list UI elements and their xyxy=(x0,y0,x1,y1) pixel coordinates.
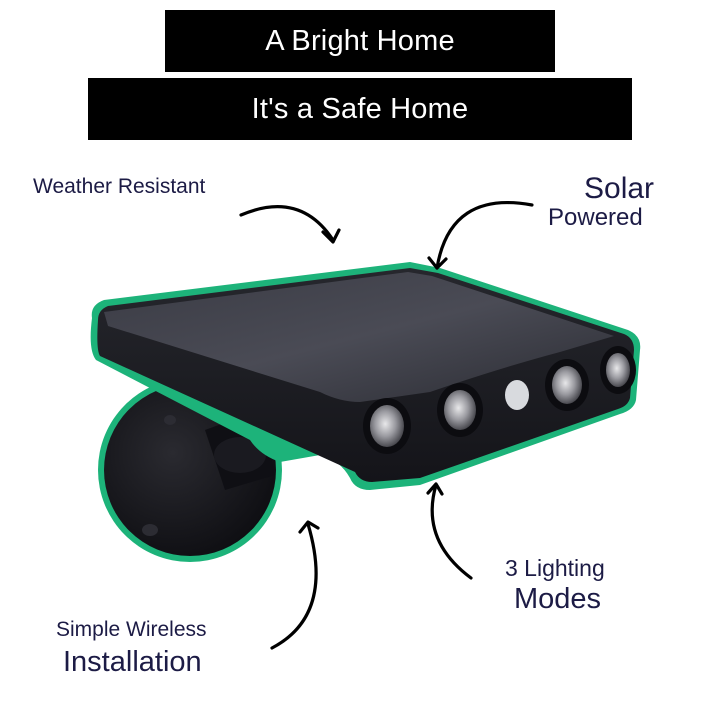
arrow-installation xyxy=(270,522,318,650)
subheadline-text: It's a Safe Home xyxy=(251,92,469,125)
led-array xyxy=(363,346,636,454)
callout-installation-line2: Installation xyxy=(63,646,202,678)
arrow-weather xyxy=(239,205,335,242)
callout-solar-subtitle: Powered xyxy=(548,204,643,231)
headline-banner-1: A Bright Home xyxy=(165,10,555,72)
arrow-solar xyxy=(435,200,534,270)
motion-sensor xyxy=(505,380,529,410)
callout-modes-line1: 3 Lighting xyxy=(505,555,605,581)
headline-text: A Bright Home xyxy=(265,24,455,57)
solar-panel xyxy=(104,272,614,402)
callout-installation-line1: Simple Wireless xyxy=(56,618,207,641)
callout-modes-line2: Modes xyxy=(514,583,602,615)
headline-banner-2: It's a Safe Home xyxy=(88,78,632,140)
callout-solar-title: Solar xyxy=(584,172,655,205)
callout-weather-resistant: Weather Resistant xyxy=(33,175,206,198)
arrow-modes xyxy=(430,483,473,580)
